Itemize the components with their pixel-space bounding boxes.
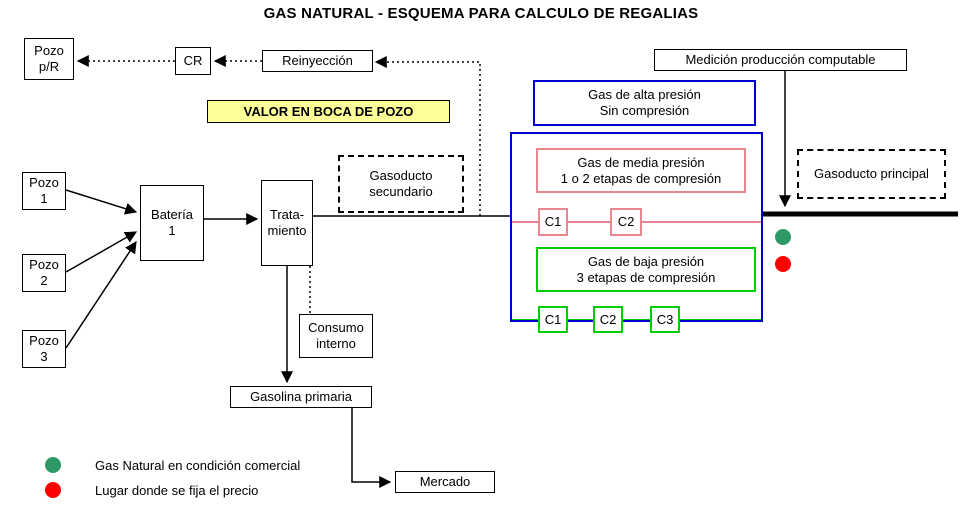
consumo-interno-box: Consumo interno: [299, 314, 373, 358]
reinyeccion-box: Reinyección: [262, 50, 373, 72]
pozo-pr-box: Pozo p/R: [24, 38, 74, 80]
gasoducto-principal-box: Gasoducto principal: [797, 149, 946, 199]
cr-box: CR: [175, 47, 211, 75]
arrow-pozo2-to-bateria: [65, 231, 138, 273]
compressor-c3-baja-box: C3: [650, 306, 680, 333]
compressor-c1-media-box: C1: [538, 208, 568, 236]
pozo3-box: Pozo 3: [22, 330, 66, 368]
page-title: GAS NATURAL - ESQUEMA PARA CALCULO DE RE…: [263, 5, 699, 22]
arrow-tap-to-reinyeccion: [374, 56, 481, 216]
compression-frame: [510, 132, 763, 322]
compressor-c2-baja-box: C2: [593, 306, 623, 333]
compressor-c2-media-box: C2: [610, 208, 642, 236]
gasolina-primaria-box: Gasolina primaria: [230, 386, 372, 408]
arrow-pozo3-to-bateria: [65, 240, 137, 349]
pozo2-box: Pozo 2: [22, 254, 66, 292]
tratamiento-box: Trata- miento: [261, 180, 313, 266]
arrow-pozo1-to-bateria: [65, 189, 138, 215]
pozo1-box: Pozo 1: [22, 172, 66, 210]
legend-red-label: Lugar donde se fija el precio: [95, 483, 259, 498]
compressor-c1-baja-box: C1: [538, 306, 568, 333]
bateria-box: Batería 1: [140, 185, 204, 261]
media-presion-box: Gas de media presión 1 o 2 etapas de com…: [536, 148, 746, 193]
alta-presion-box: Gas de alta presión Sin compresión: [533, 80, 756, 126]
commercial-gas-dot: [775, 229, 791, 245]
baja-presion-box: Gas de baja presión 3 etapas de compresi…: [536, 247, 756, 292]
legend-red-dot: [45, 482, 61, 498]
mercado-box: Mercado: [395, 471, 495, 493]
medicion-box: Medición producción computable: [654, 49, 907, 71]
price-point-dot: [775, 256, 791, 272]
legend-green-label: Gas Natural en condición comercial: [95, 458, 301, 473]
legend-green-dot: [45, 457, 61, 473]
gasoducto-secundario-box: Gasoducto secundario: [338, 155, 464, 213]
arrow-gasolina-to-mercado: [351, 408, 392, 488]
valor-boca-pozo-box: VALOR EN BOCA DE POZO: [207, 100, 450, 123]
